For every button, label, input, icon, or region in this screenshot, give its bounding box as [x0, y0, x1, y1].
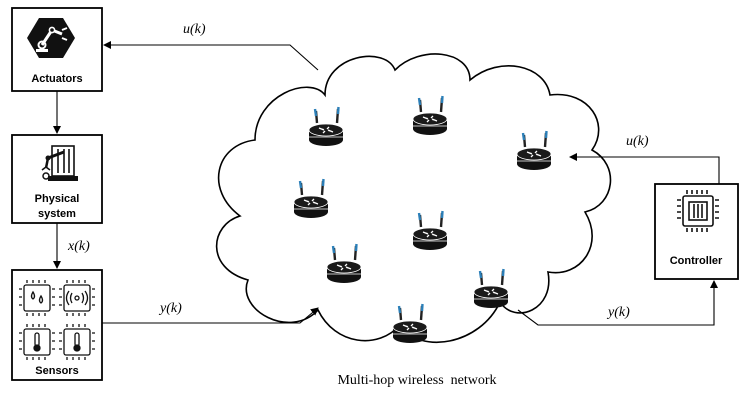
network-cloud: [215, 53, 612, 344]
sensor-chips-icon: [19, 280, 95, 360]
actuators-block: Actuators: [11, 7, 103, 92]
connections: [53, 41, 720, 326]
industrial-robot-icon: [41, 145, 78, 181]
y-left-arrow: [102, 307, 319, 324]
u-top-arrow: [103, 41, 319, 71]
controller-label: Controller: [670, 255, 723, 267]
actuators-label: Actuators: [31, 73, 82, 85]
physical-system-block: Physical system: [11, 134, 103, 224]
cpu-chip-icon: [677, 190, 719, 232]
controller-block: Controller: [654, 183, 739, 280]
sensors-label: Sensors: [35, 365, 78, 377]
signal-u-top: u(k): [183, 22, 206, 37]
signal-u-right: u(k): [626, 134, 649, 149]
y-right-arrow: [517, 280, 718, 326]
signal-y-right: y(k): [606, 305, 630, 320]
u-right-arrow: [569, 153, 720, 184]
physical-system-label-line2: system: [38, 208, 76, 220]
signal-x: x(k): [67, 239, 90, 254]
signal-y-left: y(k): [158, 301, 182, 316]
robot-arm-hexagon-icon: [27, 18, 75, 58]
network-label: Multi-hop wireless network: [337, 373, 496, 388]
physical-system-label-line1: Physical: [35, 193, 80, 205]
sensors-block: Sensors: [11, 269, 103, 381]
